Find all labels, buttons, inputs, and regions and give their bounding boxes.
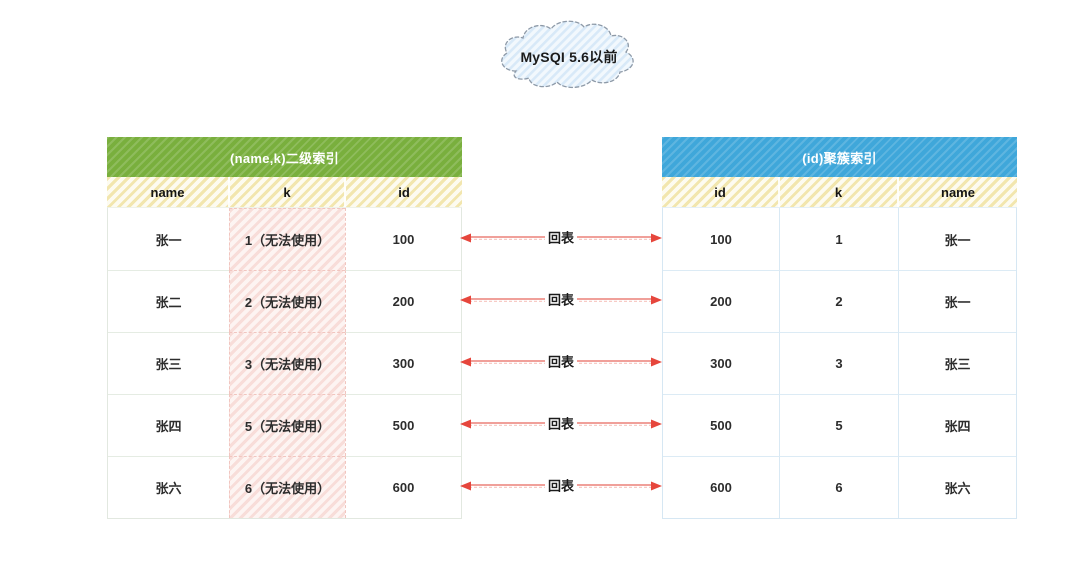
clustered-index-table: (id)聚簇索引 id k name 100 1 张一 200 2 张一 300… bbox=[662, 137, 1017, 519]
table-body: 100 1 张一 200 2 张一 300 3 张三 500 5 张四 600 bbox=[662, 207, 1017, 519]
secondary-index-title: (name,k)二级索引 bbox=[107, 137, 462, 177]
table-cell-unusable: 2（无法使用） bbox=[229, 270, 345, 332]
arrow-label: 回表 bbox=[544, 231, 578, 245]
column-header-name: name bbox=[107, 177, 228, 207]
back-to-table-arrow: 回表 bbox=[459, 415, 663, 433]
table-cell: 张六 bbox=[108, 456, 229, 518]
table-body: 张一 1（无法使用） 100 张二 2（无法使用） 200 张三 3（无法使用）… bbox=[107, 207, 462, 519]
table-cell: 张三 bbox=[108, 332, 229, 394]
table-cell: 张四 bbox=[108, 394, 229, 456]
table-cell-unusable: 3（无法使用） bbox=[229, 332, 345, 394]
column-header-k: k bbox=[778, 177, 897, 207]
column-header-id: id bbox=[344, 177, 462, 207]
table-cell: 100 bbox=[345, 208, 461, 270]
table-cell: 张一 bbox=[155, 232, 182, 248]
back-to-table-arrow: 回表 bbox=[459, 353, 663, 371]
arrow-label: 回表 bbox=[544, 355, 578, 369]
table-row: 600 6 张六 bbox=[663, 456, 1016, 518]
table-row: 张四 5（无法使用） 500 bbox=[108, 394, 461, 456]
table-cell: 100 bbox=[710, 231, 732, 247]
table-cell-unusable: 5（无法使用） bbox=[229, 394, 345, 456]
table-cell: 6 bbox=[779, 456, 898, 518]
arrow-label: 回表 bbox=[544, 293, 578, 307]
table-row: 500 5 张四 bbox=[663, 394, 1016, 456]
table-cell: 3 bbox=[779, 332, 898, 394]
back-to-table-arrow: 回表 bbox=[459, 291, 663, 309]
table-cell: 2 bbox=[779, 270, 898, 332]
table-cell: 200 bbox=[345, 270, 461, 332]
table-cell: 300 bbox=[663, 332, 779, 394]
table-cell: 200 bbox=[663, 270, 779, 332]
column-header-name: name bbox=[897, 177, 1017, 207]
cloud-icon bbox=[501, 20, 634, 89]
arrow-label: 回表 bbox=[544, 479, 578, 493]
table-cell: 张三 bbox=[898, 332, 1016, 394]
table-row: 200 2 张一 bbox=[663, 270, 1016, 332]
table-row: 张六 6（无法使用） 600 bbox=[108, 456, 461, 518]
table-row: 张一 1（无法使用） 100 bbox=[108, 208, 461, 270]
table-cell: 300 bbox=[345, 332, 461, 394]
table-cell: 600 bbox=[663, 456, 779, 518]
table-cell: 500 bbox=[345, 394, 461, 456]
secondary-index-table: (name,k)二级索引 name k id 张一 1（无法使用） 100 张二… bbox=[107, 137, 462, 519]
cloud-annotation: MySQI 5.6以前 bbox=[492, 17, 646, 97]
back-to-table-arrow: 回表 bbox=[459, 229, 663, 247]
table-cell: 5 bbox=[779, 394, 898, 456]
table-cell: 张六 bbox=[898, 456, 1016, 518]
table-row: 张三 3（无法使用） 300 bbox=[108, 332, 461, 394]
table-cell: 500 bbox=[663, 394, 779, 456]
arrow-label: 回表 bbox=[544, 417, 578, 431]
column-header-k: k bbox=[228, 177, 344, 207]
table-cell: 张一 bbox=[898, 208, 1016, 270]
table-cell: 600 bbox=[345, 456, 461, 518]
column-header-id: id bbox=[662, 177, 778, 207]
table-row: 300 3 张三 bbox=[663, 332, 1016, 394]
clustered-index-title: (id)聚簇索引 bbox=[662, 137, 1017, 177]
column-header-row: name k id bbox=[107, 177, 462, 207]
table-cell: 1 bbox=[779, 208, 898, 270]
table-cell-unusable: 6（无法使用） bbox=[229, 456, 345, 518]
table-row: 100 1 张一 bbox=[663, 208, 1016, 270]
table-row: 张二 2（无法使用） 200 bbox=[108, 270, 461, 332]
cloud-label: MySQI 5.6以前 bbox=[520, 49, 618, 65]
column-header-row: id k name bbox=[662, 177, 1017, 207]
table-cell: 张一 bbox=[898, 270, 1016, 332]
table-cell: 张二 bbox=[108, 270, 229, 332]
table-cell: 张四 bbox=[898, 394, 1016, 456]
back-to-table-arrow: 回表 bbox=[459, 477, 663, 495]
table-cell-unusable: 1（无法使用） bbox=[229, 208, 345, 270]
